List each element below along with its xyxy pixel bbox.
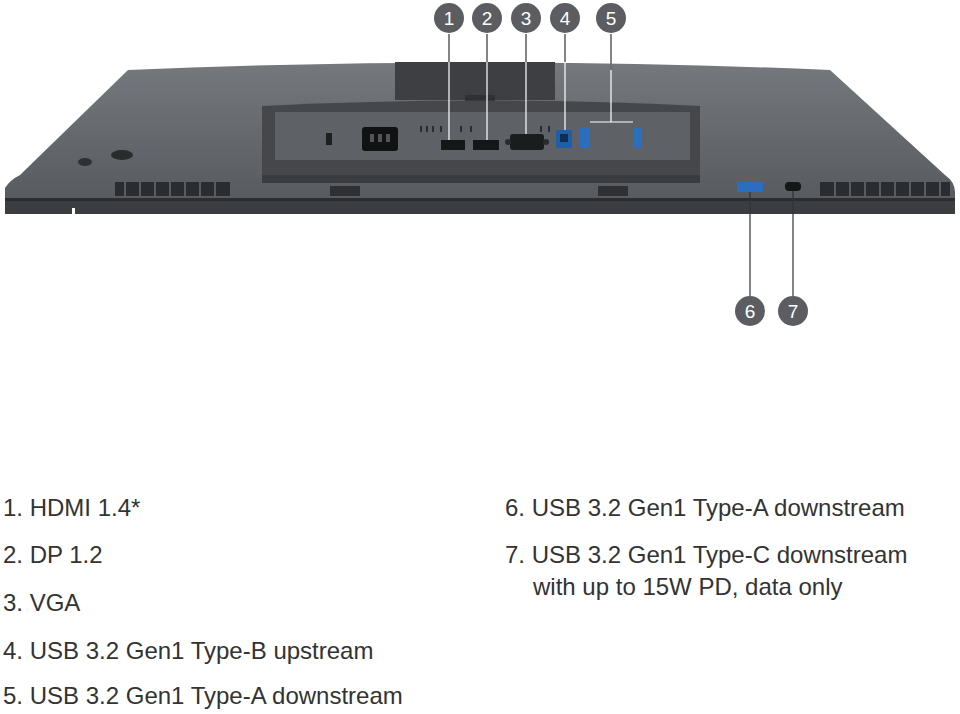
usb-a-port xyxy=(580,128,589,148)
hdmi-port xyxy=(441,140,465,150)
usb-b-port xyxy=(556,130,572,148)
stand-notch xyxy=(395,62,555,100)
port-description: 2. DP 1.2 xyxy=(3,539,483,571)
port-description: 7. USB 3.2 Gen1 Type-C downstream with u… xyxy=(505,539,945,603)
monitor-bezel-edge xyxy=(5,200,955,214)
callout-number: 7 xyxy=(778,296,808,326)
callout-text: 5 xyxy=(606,9,617,28)
vga-port xyxy=(510,134,544,150)
port-description: 1. HDMI 1.4* xyxy=(3,492,483,524)
callout-text: 1 xyxy=(444,9,455,28)
lock-slot xyxy=(326,133,332,145)
usb-a-port xyxy=(633,128,642,148)
callout-number: 5 xyxy=(596,3,626,33)
callout-text: 2 xyxy=(482,9,493,28)
callout-number: 4 xyxy=(550,3,580,33)
callout-text: 7 xyxy=(788,302,799,321)
monitor-edge-line xyxy=(5,198,955,201)
foot xyxy=(598,186,628,196)
callout-text: 4 xyxy=(560,9,571,28)
usb-c-port xyxy=(785,182,801,191)
port-description: 5. USB 3.2 Gen1 Type-A downstream xyxy=(3,680,483,712)
vents xyxy=(115,182,950,196)
port-panel xyxy=(275,112,690,160)
power-led xyxy=(72,208,75,214)
leader-lines xyxy=(449,34,633,140)
callout-number: 3 xyxy=(511,3,541,33)
port-recess xyxy=(262,101,700,181)
foot xyxy=(330,186,360,196)
recess-lip xyxy=(262,175,700,183)
usb-a-side-port xyxy=(737,182,763,192)
port-description: 3. VGA xyxy=(3,587,483,619)
power-socket xyxy=(362,127,398,151)
callout-text: 3 xyxy=(521,9,532,28)
callout-number: 6 xyxy=(735,296,765,326)
port-description: 6. USB 3.2 Gen1 Type-A downstream xyxy=(505,492,955,524)
power-button xyxy=(111,150,133,160)
callout-number: 1 xyxy=(434,3,464,33)
port-description: 4. USB 3.2 Gen1 Type-B upstream xyxy=(3,635,483,667)
button xyxy=(78,158,92,166)
monitor-body xyxy=(5,63,955,215)
callout-text: 6 xyxy=(745,302,756,321)
callout-number: 2 xyxy=(472,3,502,33)
dp-port xyxy=(473,140,499,150)
